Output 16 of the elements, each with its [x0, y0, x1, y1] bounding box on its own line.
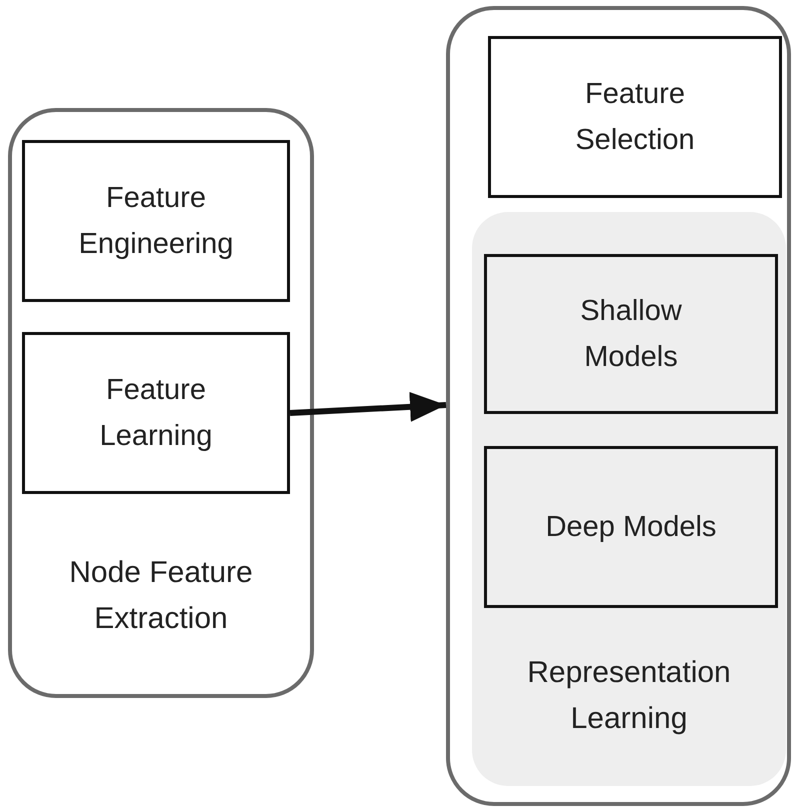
shaded-panel: [472, 212, 786, 786]
process-box: [488, 36, 782, 198]
box-label: Deep Models: [544, 510, 718, 545]
process-box: [22, 140, 290, 302]
arrow: [290, 392, 446, 422]
rounded-panel: [8, 108, 314, 698]
box-label: Feature Selection: [574, 77, 696, 158]
process-box: [484, 446, 778, 608]
rounded-panel: [446, 6, 791, 806]
process-box: [22, 332, 290, 494]
process-box: [484, 254, 778, 414]
box-label: Shallow Models: [579, 294, 683, 375]
box-label: Feature Engineering: [78, 181, 234, 262]
panel-heading: Representation Learning: [526, 655, 732, 737]
box-label: Feature Learning: [98, 373, 214, 454]
panel-heading: Node Feature Extraction: [68, 555, 254, 637]
